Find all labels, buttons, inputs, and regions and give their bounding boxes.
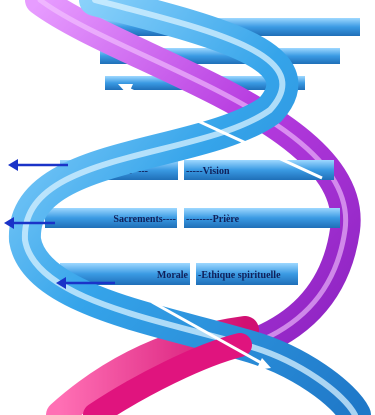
rung-2-right-label: --------Prière (186, 214, 240, 225)
rung-2-left-label: Sacrements---- (113, 214, 176, 225)
rung-3-left-label: Morale (157, 270, 189, 281)
rung-3-right-label: -Ethique spirituelle (198, 270, 281, 281)
rung-1-right-label: -----Vision (186, 166, 230, 177)
rung-2: Sacrements---- --------Prière (45, 208, 340, 228)
rung-3: Morale -Ethique spirituelle (60, 263, 298, 285)
